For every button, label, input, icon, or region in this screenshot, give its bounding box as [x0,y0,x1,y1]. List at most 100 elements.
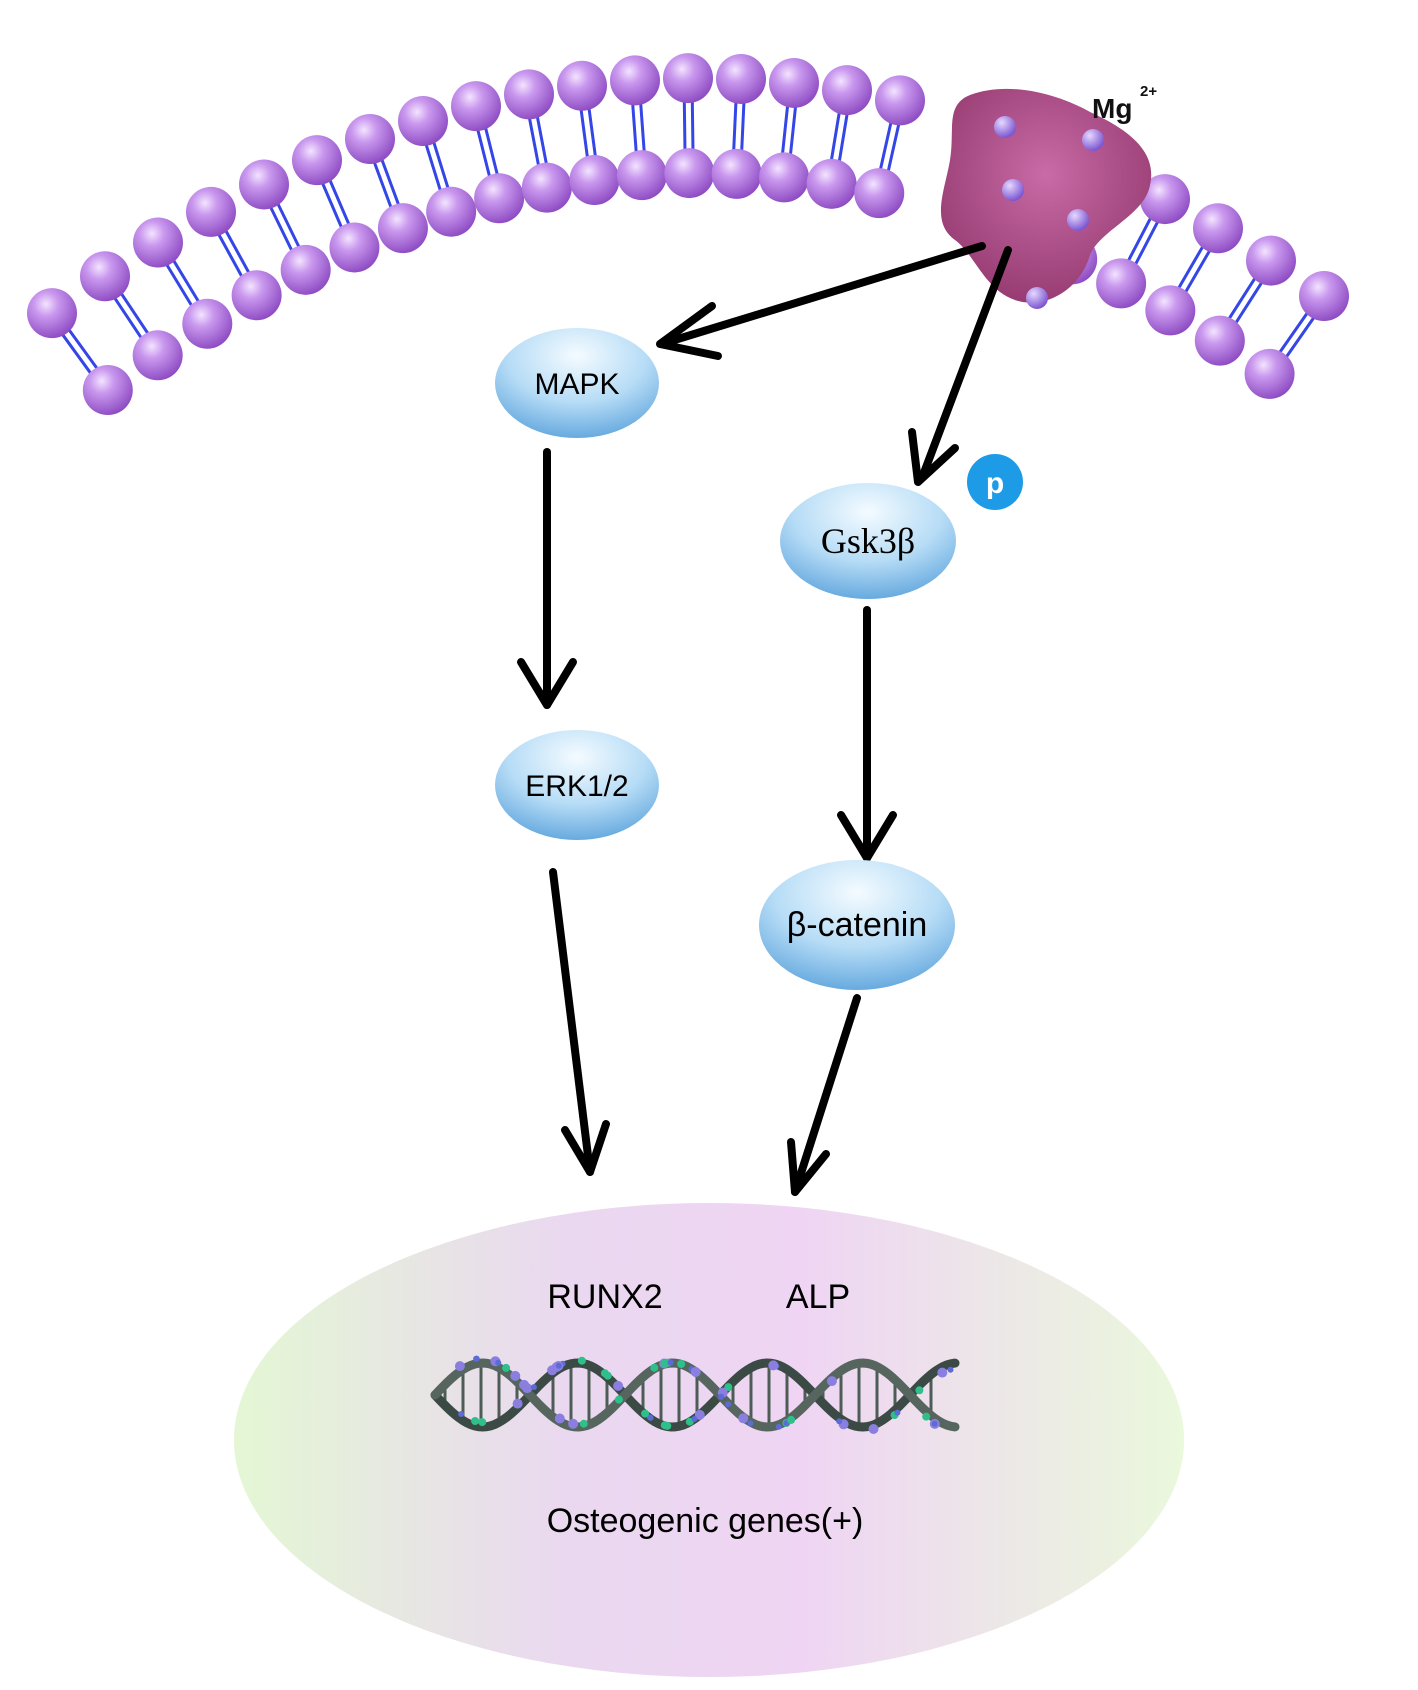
dna-atom [667,1359,674,1366]
lipid-tail [475,124,493,183]
lipid-tail [1275,307,1312,358]
dna-atom [530,1384,537,1391]
node-mapk-label: MAPK [534,368,619,401]
lipid-head [806,158,857,209]
lipid-tail [1174,241,1207,294]
dna-atom [650,1363,659,1372]
lipid-head [182,298,233,349]
lipid-head [557,60,607,111]
dna-atom [502,1363,511,1372]
dna-atom [614,1395,623,1404]
lipid-tail [638,97,647,157]
lipid-tail [739,97,746,157]
arrow-channel-to-gsk [918,246,1012,482]
dna-atom [495,1359,502,1366]
lipid-head [239,159,289,210]
dna-atom [600,1369,609,1378]
lipid-tail [836,108,850,167]
mg-ion-dot [1067,209,1089,231]
lipid-tail [1181,245,1214,298]
lipid-head [1244,348,1295,399]
mg-label: Mg [1092,93,1132,124]
node-erk: ERK1/2 [495,730,659,840]
dna-atom [660,1359,669,1368]
dna-helix-icon [430,1355,960,1434]
lipid-head [280,244,331,295]
lipid-tail [162,259,196,312]
mg-charge-label: 2+ [1140,83,1157,100]
dna-atom [478,1418,487,1427]
mg-ion-channel [940,88,1152,309]
node-erk-label: ERK1/2 [525,770,628,803]
dna-atom [915,1386,924,1395]
dna-atom [641,1409,650,1418]
lipid-tail [378,153,402,211]
lipid-tail [877,116,894,175]
dna-atom [473,1355,480,1362]
lipid-tail [1124,212,1155,267]
dna-atom [510,1370,521,1381]
dna-atom [568,1418,579,1429]
node-gsk-shape [780,483,956,599]
arrows [517,242,1012,1196]
dna-atom [519,1379,530,1390]
lipid-head [822,65,872,116]
lipid-head [854,168,905,219]
lipid-tail [266,201,296,257]
dna-atom [677,1360,686,1368]
phospho-badge: p [967,454,1023,510]
lipid-head [398,95,448,146]
lipid-head [426,186,477,237]
lipid-head [663,53,713,104]
lipid-tail [1224,272,1260,325]
lipid-head [711,148,762,199]
lipid-tail [64,324,102,374]
lipid-head [1193,203,1243,254]
dna-atom [738,1413,749,1424]
lipid-tail [482,122,501,181]
lipid-head [759,152,810,203]
arrow-head [787,1138,830,1196]
lipid-tail [1231,277,1266,329]
dna-atom [512,1398,523,1409]
dna-atom [554,1413,565,1424]
dna-atom [555,1362,562,1369]
lipid-tail [1281,312,1319,363]
dna-atom [775,1423,782,1430]
lipid-tail [423,138,444,197]
lipid-tail [58,329,96,379]
lipid-tail [630,98,639,158]
mg-ion-dot [1026,287,1048,309]
lipid-head [716,53,766,104]
lipid-head [292,135,342,186]
lipid-head [133,217,183,268]
node-catenin-label: β-catenin [787,906,928,944]
node-mapk: MAPK [495,328,659,438]
arrow-channel-to-mapk [664,242,986,346]
cell-membrane [27,53,1349,416]
lipid-tail [534,111,549,170]
lipid-head [132,330,183,381]
dna-atom [579,1419,588,1428]
lipid-head [345,113,395,164]
dna-atom [725,1401,732,1408]
arrow-head [908,428,959,486]
lipid-tail [788,101,798,161]
mg-ion-dot [994,116,1016,138]
dna-atom [718,1393,725,1400]
lipid-head [610,55,660,106]
nucleus: RUNX2 ALP Osteogenic genes(+) [234,1203,1184,1677]
lipid-tail [274,198,303,253]
lipid-tail [371,156,395,214]
lipid-head [521,162,572,213]
lipid-head [569,154,620,205]
dna-atom [613,1380,624,1391]
gene-alp-label: ALP [786,1278,850,1316]
lipid-tail [430,136,452,194]
arrow-head [656,302,722,360]
lipid-head [80,251,130,302]
lipid-head [1246,235,1296,286]
dna-atom [826,1376,837,1387]
